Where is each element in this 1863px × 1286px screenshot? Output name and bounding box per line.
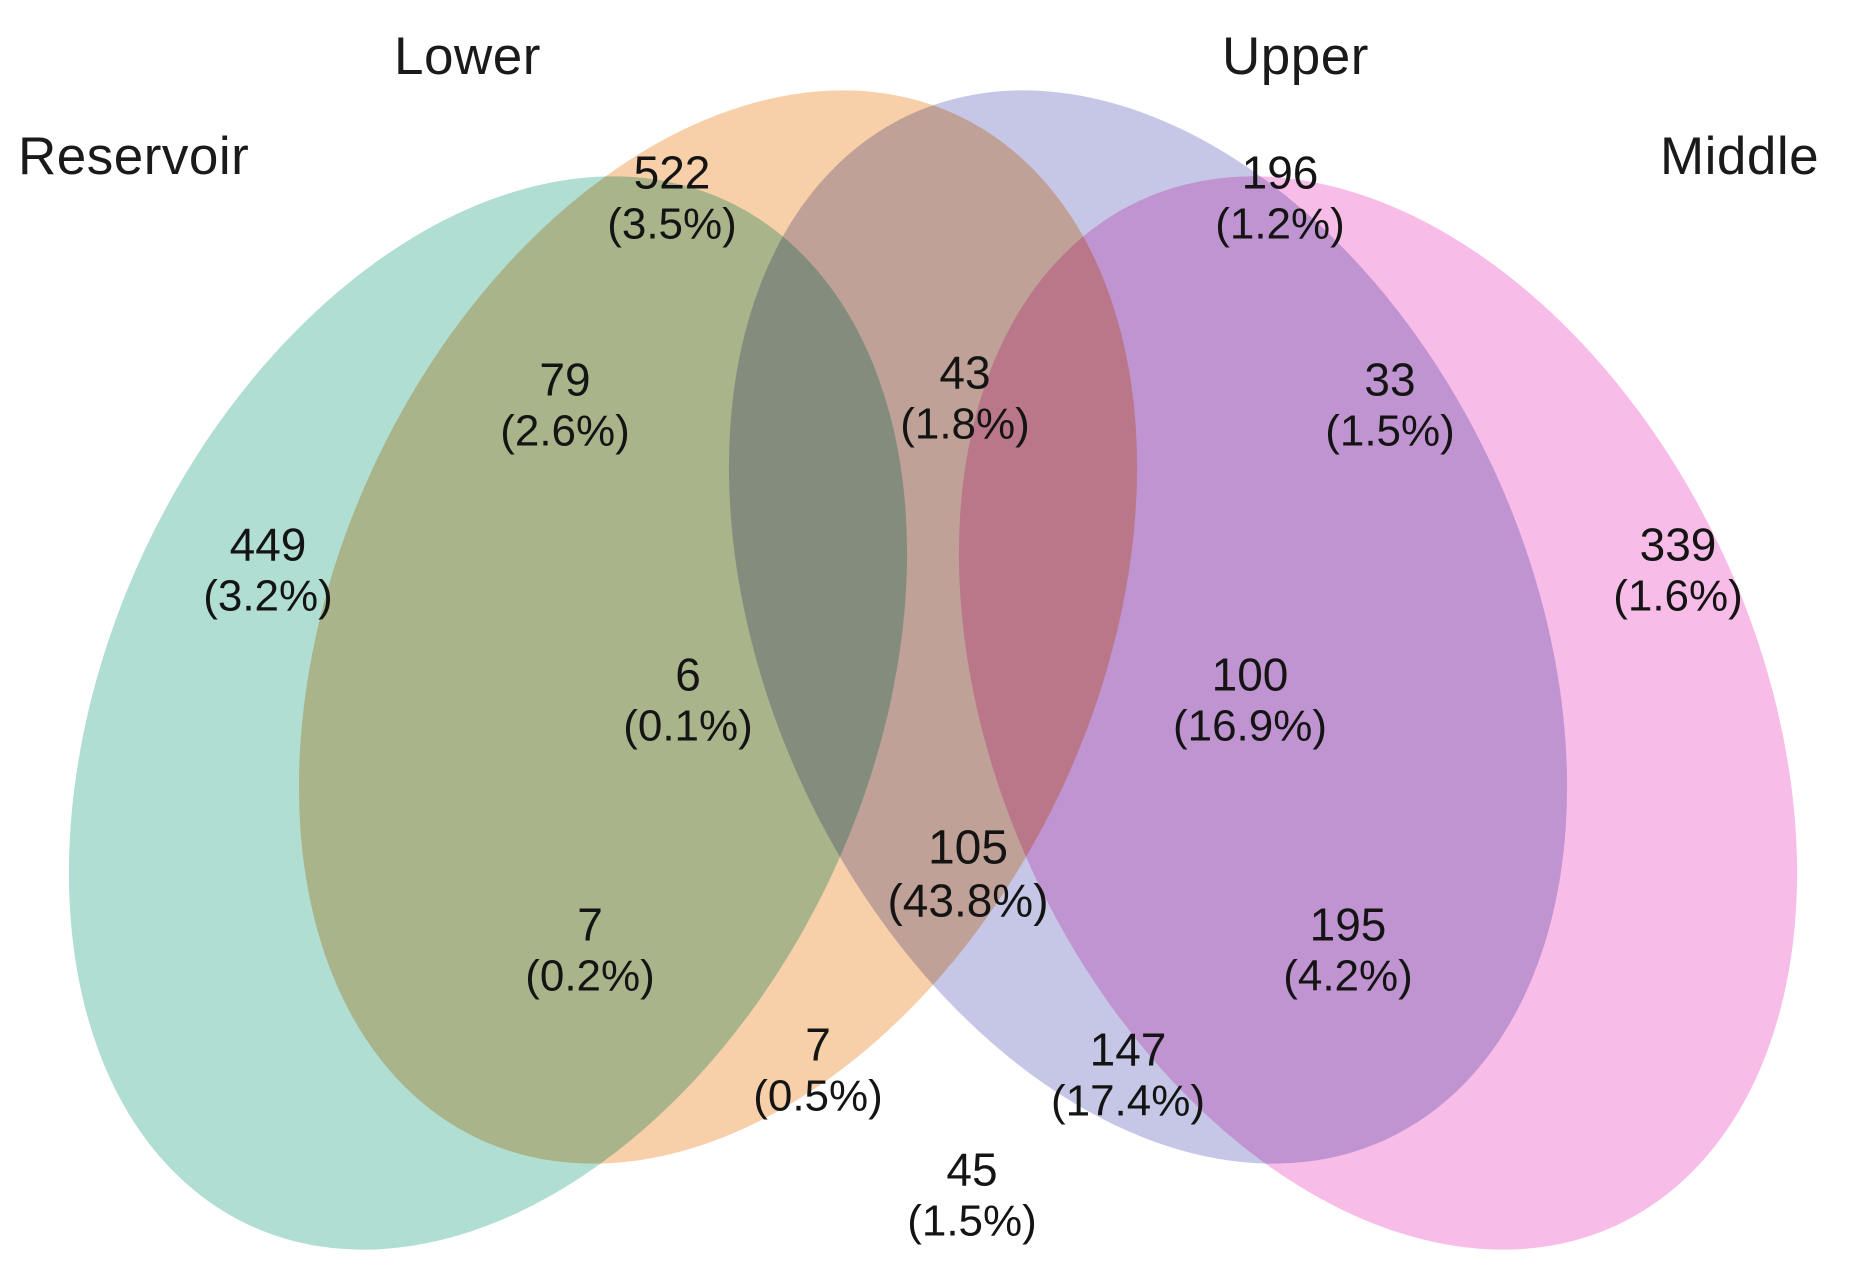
region-count: 105 bbox=[927, 821, 1009, 875]
region-percent: (1.5%) bbox=[1325, 406, 1455, 456]
region-percent: (0.2%) bbox=[525, 951, 655, 1001]
region-percent: (2.6%) bbox=[500, 406, 630, 456]
region-count: 339 bbox=[1639, 518, 1717, 571]
region-percent: (1.5%) bbox=[907, 1196, 1037, 1246]
region-lower-only: 522 (3.5%) bbox=[607, 146, 737, 249]
region-percent: (0.5%) bbox=[753, 1071, 883, 1121]
region-count: 33 bbox=[1364, 353, 1416, 406]
region-count: 79 bbox=[539, 353, 591, 406]
region-count: 7 bbox=[805, 1018, 831, 1071]
region-percent: (4.2%) bbox=[1283, 951, 1413, 1001]
region-lower-upper-middle: 100 (16.9%) bbox=[1172, 648, 1328, 751]
region-reservoir-lower: 79 (2.6%) bbox=[500, 353, 630, 456]
region-count: 196 bbox=[1241, 146, 1319, 199]
region-upper-only: 196 (1.2%) bbox=[1215, 146, 1345, 249]
set-label-reservoir: Reservoir bbox=[18, 127, 250, 186]
region-reservoir-upper: 7 (0.2%) bbox=[525, 898, 655, 1001]
region-middle-only: 339 (1.6%) bbox=[1613, 518, 1743, 621]
region-count: 100 bbox=[1211, 648, 1289, 701]
region-percent: (3.2%) bbox=[203, 571, 333, 621]
region-percent: (3.5%) bbox=[607, 199, 737, 249]
region-upper-middle-reservoir: 195 (4.2%) bbox=[1283, 898, 1413, 1001]
region-reservoir-lower-upper: 6 (0.1%) bbox=[623, 648, 753, 751]
region-count: 147 bbox=[1089, 1023, 1167, 1076]
region-reservoir-lower-middle: 147 (17.4%) bbox=[1050, 1023, 1206, 1126]
set-label-lower: Lower bbox=[394, 27, 541, 86]
region-percent: (0.1%) bbox=[623, 701, 753, 751]
region-reservoir-middle: 45 (1.5%) bbox=[907, 1143, 1037, 1246]
region-percent: (43.8%) bbox=[887, 874, 1049, 927]
set-label-middle: Middle bbox=[1660, 127, 1820, 186]
region-percent: (17.4%) bbox=[1050, 1076, 1206, 1126]
region-percent: (16.9%) bbox=[1172, 701, 1328, 751]
region-count: 43 bbox=[939, 346, 991, 399]
region-percent: (1.6%) bbox=[1613, 571, 1743, 621]
region-count: 45 bbox=[946, 1143, 998, 1196]
region-lower-upper: 43 (1.8%) bbox=[900, 346, 1030, 449]
region-percent: (1.8%) bbox=[900, 399, 1030, 449]
region-count: 195 bbox=[1309, 898, 1387, 951]
region-percent: (1.2%) bbox=[1215, 199, 1345, 249]
region-count: 7 bbox=[577, 898, 603, 951]
region-count: 6 bbox=[675, 648, 701, 701]
set-label-upper: Upper bbox=[1222, 27, 1369, 86]
region-reservoir-only: 449 (3.2%) bbox=[203, 518, 333, 621]
region-count: 522 bbox=[633, 146, 711, 199]
region-upper-middle: 33 (1.5%) bbox=[1325, 353, 1455, 456]
region-count: 449 bbox=[229, 518, 307, 571]
region-all-four: 105 (43.8%) bbox=[887, 821, 1048, 926]
region-reservoir-upper-middle-lower: 7 (0.5%) bbox=[753, 1018, 883, 1121]
